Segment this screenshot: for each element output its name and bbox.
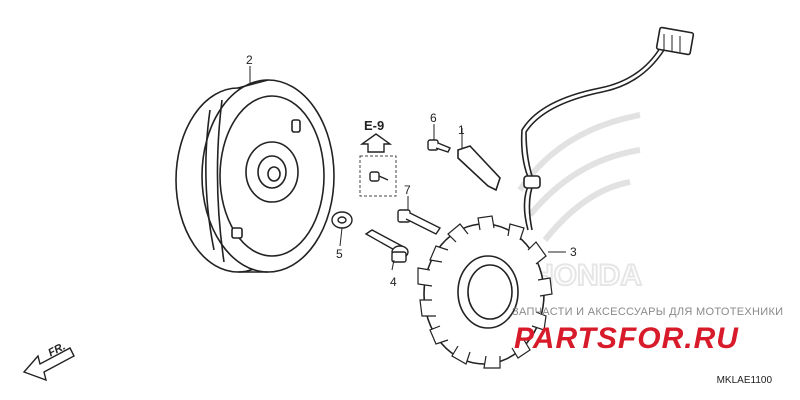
callout-5: 5 [336, 247, 343, 261]
watermark-brand: PARTSFOR.RU [514, 322, 739, 355]
bolt-7 [397, 209, 442, 235]
honda-wing-logo: HONDA [517, 112, 643, 293]
e9-reference-box [359, 155, 397, 197]
callout-1: 1 [458, 123, 465, 137]
callout-6: 6 [430, 111, 437, 125]
watermark-tagline: ЗАПЧАСТИ И АКСЕССУАРЫ ДЛЯ МОТОТЕХНИКИ [512, 306, 784, 318]
front-arrow-icon [22, 347, 75, 382]
washer [331, 211, 353, 229]
flange-bolt [364, 229, 409, 263]
callout-7: 7 [404, 183, 411, 197]
leader-lines [249, 66, 566, 271]
flywheel-rotor [175, 79, 335, 273]
stator [417, 215, 553, 369]
diagram-code: MKLAE1100 [716, 375, 772, 386]
callout-2: 2 [246, 53, 253, 67]
e9-arrow-icon [359, 133, 393, 153]
wire-clamp [457, 145, 501, 192]
reference-e9: E-9 [364, 118, 385, 133]
bolt-6 [427, 139, 451, 153]
callout-4: 4 [390, 275, 397, 289]
callout-3: 3 [570, 245, 577, 259]
stator-wire-harness [520, 26, 695, 231]
